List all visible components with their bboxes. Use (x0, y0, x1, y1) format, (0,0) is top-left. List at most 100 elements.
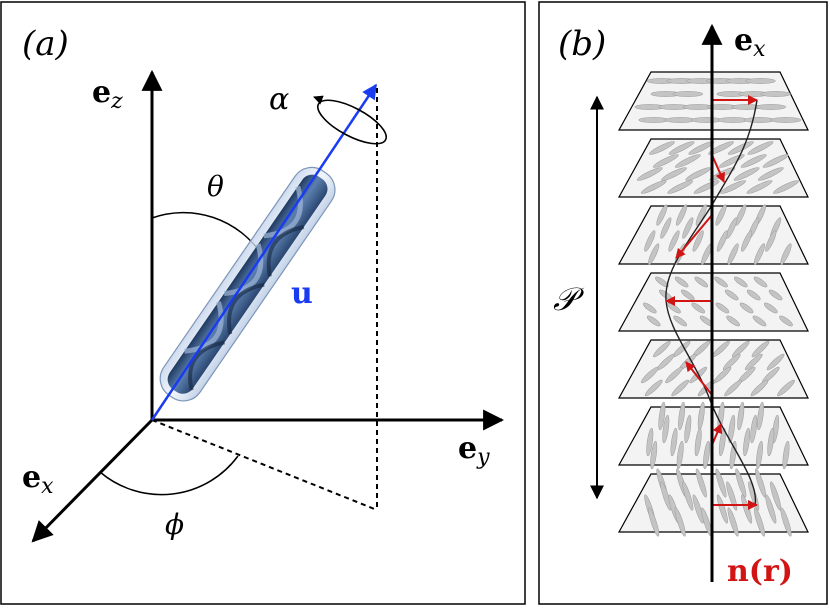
theta-label: θ (207, 170, 224, 203)
molecule (755, 104, 787, 110)
molecule (660, 481, 672, 511)
molecule (715, 468, 727, 498)
molecule (668, 230, 680, 252)
molecule (648, 243, 660, 265)
molecule (740, 154, 767, 168)
molecule (638, 117, 669, 123)
molecule (770, 117, 802, 123)
molecule (780, 507, 792, 537)
molecule (691, 117, 722, 123)
vector-u-label: u (291, 276, 313, 311)
molecule (753, 276, 768, 288)
molecule (760, 91, 791, 97)
molecule (724, 289, 739, 301)
molecule (731, 340, 750, 358)
molecule (691, 302, 706, 314)
molecule (676, 440, 684, 470)
molecule (765, 494, 777, 524)
molecule (779, 315, 793, 327)
molecule (726, 315, 740, 327)
panel-a-tag: (a) (22, 24, 69, 64)
molecule (678, 401, 686, 431)
molecule (735, 204, 747, 226)
molecule (715, 204, 727, 226)
molecule (780, 243, 792, 265)
molecule (646, 427, 654, 457)
molecule (661, 167, 687, 181)
molecule (727, 507, 739, 537)
molecule (656, 204, 668, 226)
director-arrow (711, 154, 725, 183)
molecule (665, 366, 683, 384)
molecule (727, 243, 739, 265)
molecule (744, 353, 763, 371)
molecule (737, 401, 745, 431)
molecule (660, 217, 672, 239)
molecule (648, 141, 675, 155)
molecule (751, 340, 770, 358)
molecule (670, 427, 678, 457)
director-label: n(r) (727, 554, 793, 589)
molecule (676, 204, 688, 226)
molecule (767, 427, 775, 457)
molecule (688, 141, 715, 155)
molecule (717, 117, 749, 123)
panel-b-tag: (b) (558, 24, 606, 64)
molecule (640, 366, 659, 384)
molecule (766, 353, 785, 371)
vector-u-line (150, 83, 378, 421)
molecule (782, 440, 790, 470)
alpha-label: α (269, 82, 289, 117)
molecule (716, 494, 728, 524)
molecule (642, 302, 657, 314)
molecule (726, 217, 738, 239)
molecule (741, 230, 753, 252)
molecule (692, 230, 704, 252)
molecule (692, 494, 704, 524)
molecule (724, 379, 742, 397)
panel-b-axis-label: ex (734, 23, 766, 62)
molecule (733, 276, 748, 288)
molecule (750, 379, 769, 397)
axis-z-label: ez (92, 75, 123, 114)
molecule (703, 440, 711, 470)
molecule (768, 289, 783, 301)
director-arrow (685, 361, 713, 396)
molecule (664, 117, 696, 123)
molecule (720, 180, 747, 194)
molecule (726, 481, 738, 511)
molecule (636, 167, 663, 181)
molecule (644, 230, 656, 252)
rotation-arrow-head (313, 95, 324, 105)
molecule (770, 481, 782, 511)
molecule (750, 414, 758, 444)
molecule (673, 315, 688, 327)
molecule (718, 427, 726, 457)
axis-x-label: ex (22, 460, 54, 499)
molecule (757, 167, 784, 181)
axis-y-label: ey (458, 431, 490, 470)
molecule (695, 204, 707, 226)
molecule (756, 440, 763, 470)
molecule (777, 379, 795, 397)
panel-a-frame (0, 1, 526, 605)
molecule (733, 167, 760, 181)
projection-line (151, 419, 378, 511)
molecule (652, 154, 679, 168)
molecule (653, 340, 671, 358)
molecule (695, 468, 707, 498)
molecule (746, 180, 773, 194)
molecule (640, 180, 667, 194)
molecule (655, 276, 669, 288)
molecule (746, 289, 761, 301)
molecule (715, 302, 730, 314)
molecule (682, 481, 694, 511)
director-arrow (675, 214, 713, 259)
molecule (763, 302, 778, 314)
molecule (728, 414, 736, 444)
molecule (762, 154, 789, 168)
molecule (716, 230, 728, 252)
molecule (682, 217, 694, 239)
molecule (667, 180, 694, 194)
molecule (694, 276, 709, 288)
